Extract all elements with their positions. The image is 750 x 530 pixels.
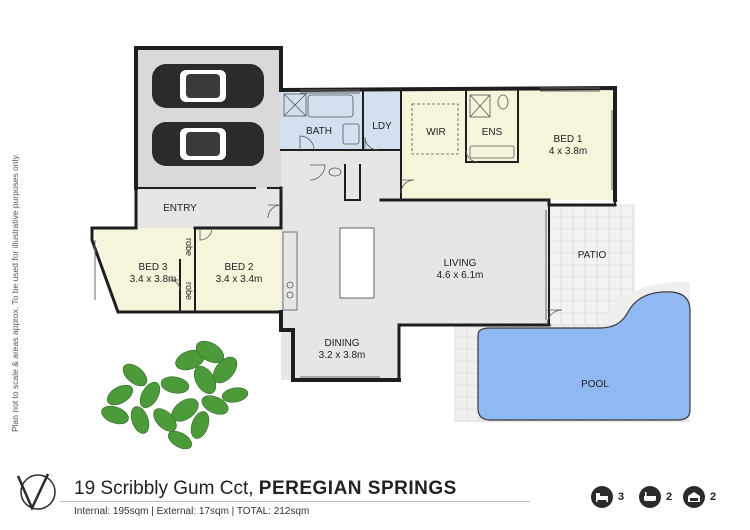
car-icon <box>152 64 264 108</box>
room-label-wir: WIR <box>426 127 446 138</box>
room-label-robe-top: robe <box>184 237 194 256</box>
bath-vanity <box>342 123 360 145</box>
car-icon <box>152 122 264 166</box>
bath-shower <box>283 93 307 117</box>
windows <box>94 87 613 378</box>
dining-floor <box>281 320 399 380</box>
doors <box>169 135 563 326</box>
car-icons <box>152 64 264 166</box>
ens-toilet <box>497 94 509 110</box>
wir-floor <box>401 90 466 162</box>
logo-icon <box>16 473 56 512</box>
tree-foliage <box>101 340 249 450</box>
area-summary: Internal: 195sqm | External: 17sqm | TOT… <box>74 506 310 517</box>
bed3-floor <box>92 228 195 312</box>
room-label-robe-bottom: robe <box>184 281 194 300</box>
ens-vanity <box>469 145 515 159</box>
entry-floor <box>136 188 281 228</box>
room-label-ens: ENS <box>481 127 503 138</box>
bathroom-count: 2 <box>639 486 672 508</box>
living-floor <box>281 195 549 325</box>
wc-toilet <box>328 167 342 177</box>
bed1-floor <box>401 88 615 200</box>
disclaimer-text: Plan not to scale & areas approx. To be … <box>10 153 20 432</box>
bath-floor <box>281 90 363 150</box>
garage-count: 2 <box>683 486 716 508</box>
room-label-bath: BATH <box>306 126 332 137</box>
address-suburb: PEREGIAN SPRINGS <box>258 478 457 499</box>
bath-icon <box>639 486 661 508</box>
wir-shelving <box>411 103 459 155</box>
bed-icon <box>591 486 613 508</box>
walls <box>90 46 617 382</box>
ens-shower <box>469 94 491 118</box>
address-street: 19 Scribbly Gum Cct, <box>74 478 259 499</box>
property-address: 19 Scribbly Gum Cct, PEREGIAN SPRINGS <box>74 478 457 500</box>
room-label-entry: ENTRY <box>163 203 197 214</box>
pool-water <box>477 291 691 421</box>
fixtures <box>282 93 515 311</box>
kitchen-bench <box>282 231 298 311</box>
bedroom-count: 3 <box>591 486 624 508</box>
kitchen-island <box>339 227 375 299</box>
room-label-pool: POOL <box>581 379 609 390</box>
bathtub <box>307 94 354 118</box>
footer-divider <box>60 501 530 502</box>
ldy-floor <box>363 90 401 150</box>
room-label-ldy: LDY <box>372 121 392 132</box>
garage-icon <box>683 486 705 508</box>
room-label-patio: PATIO <box>577 250 607 261</box>
bed2-floor <box>195 228 281 312</box>
